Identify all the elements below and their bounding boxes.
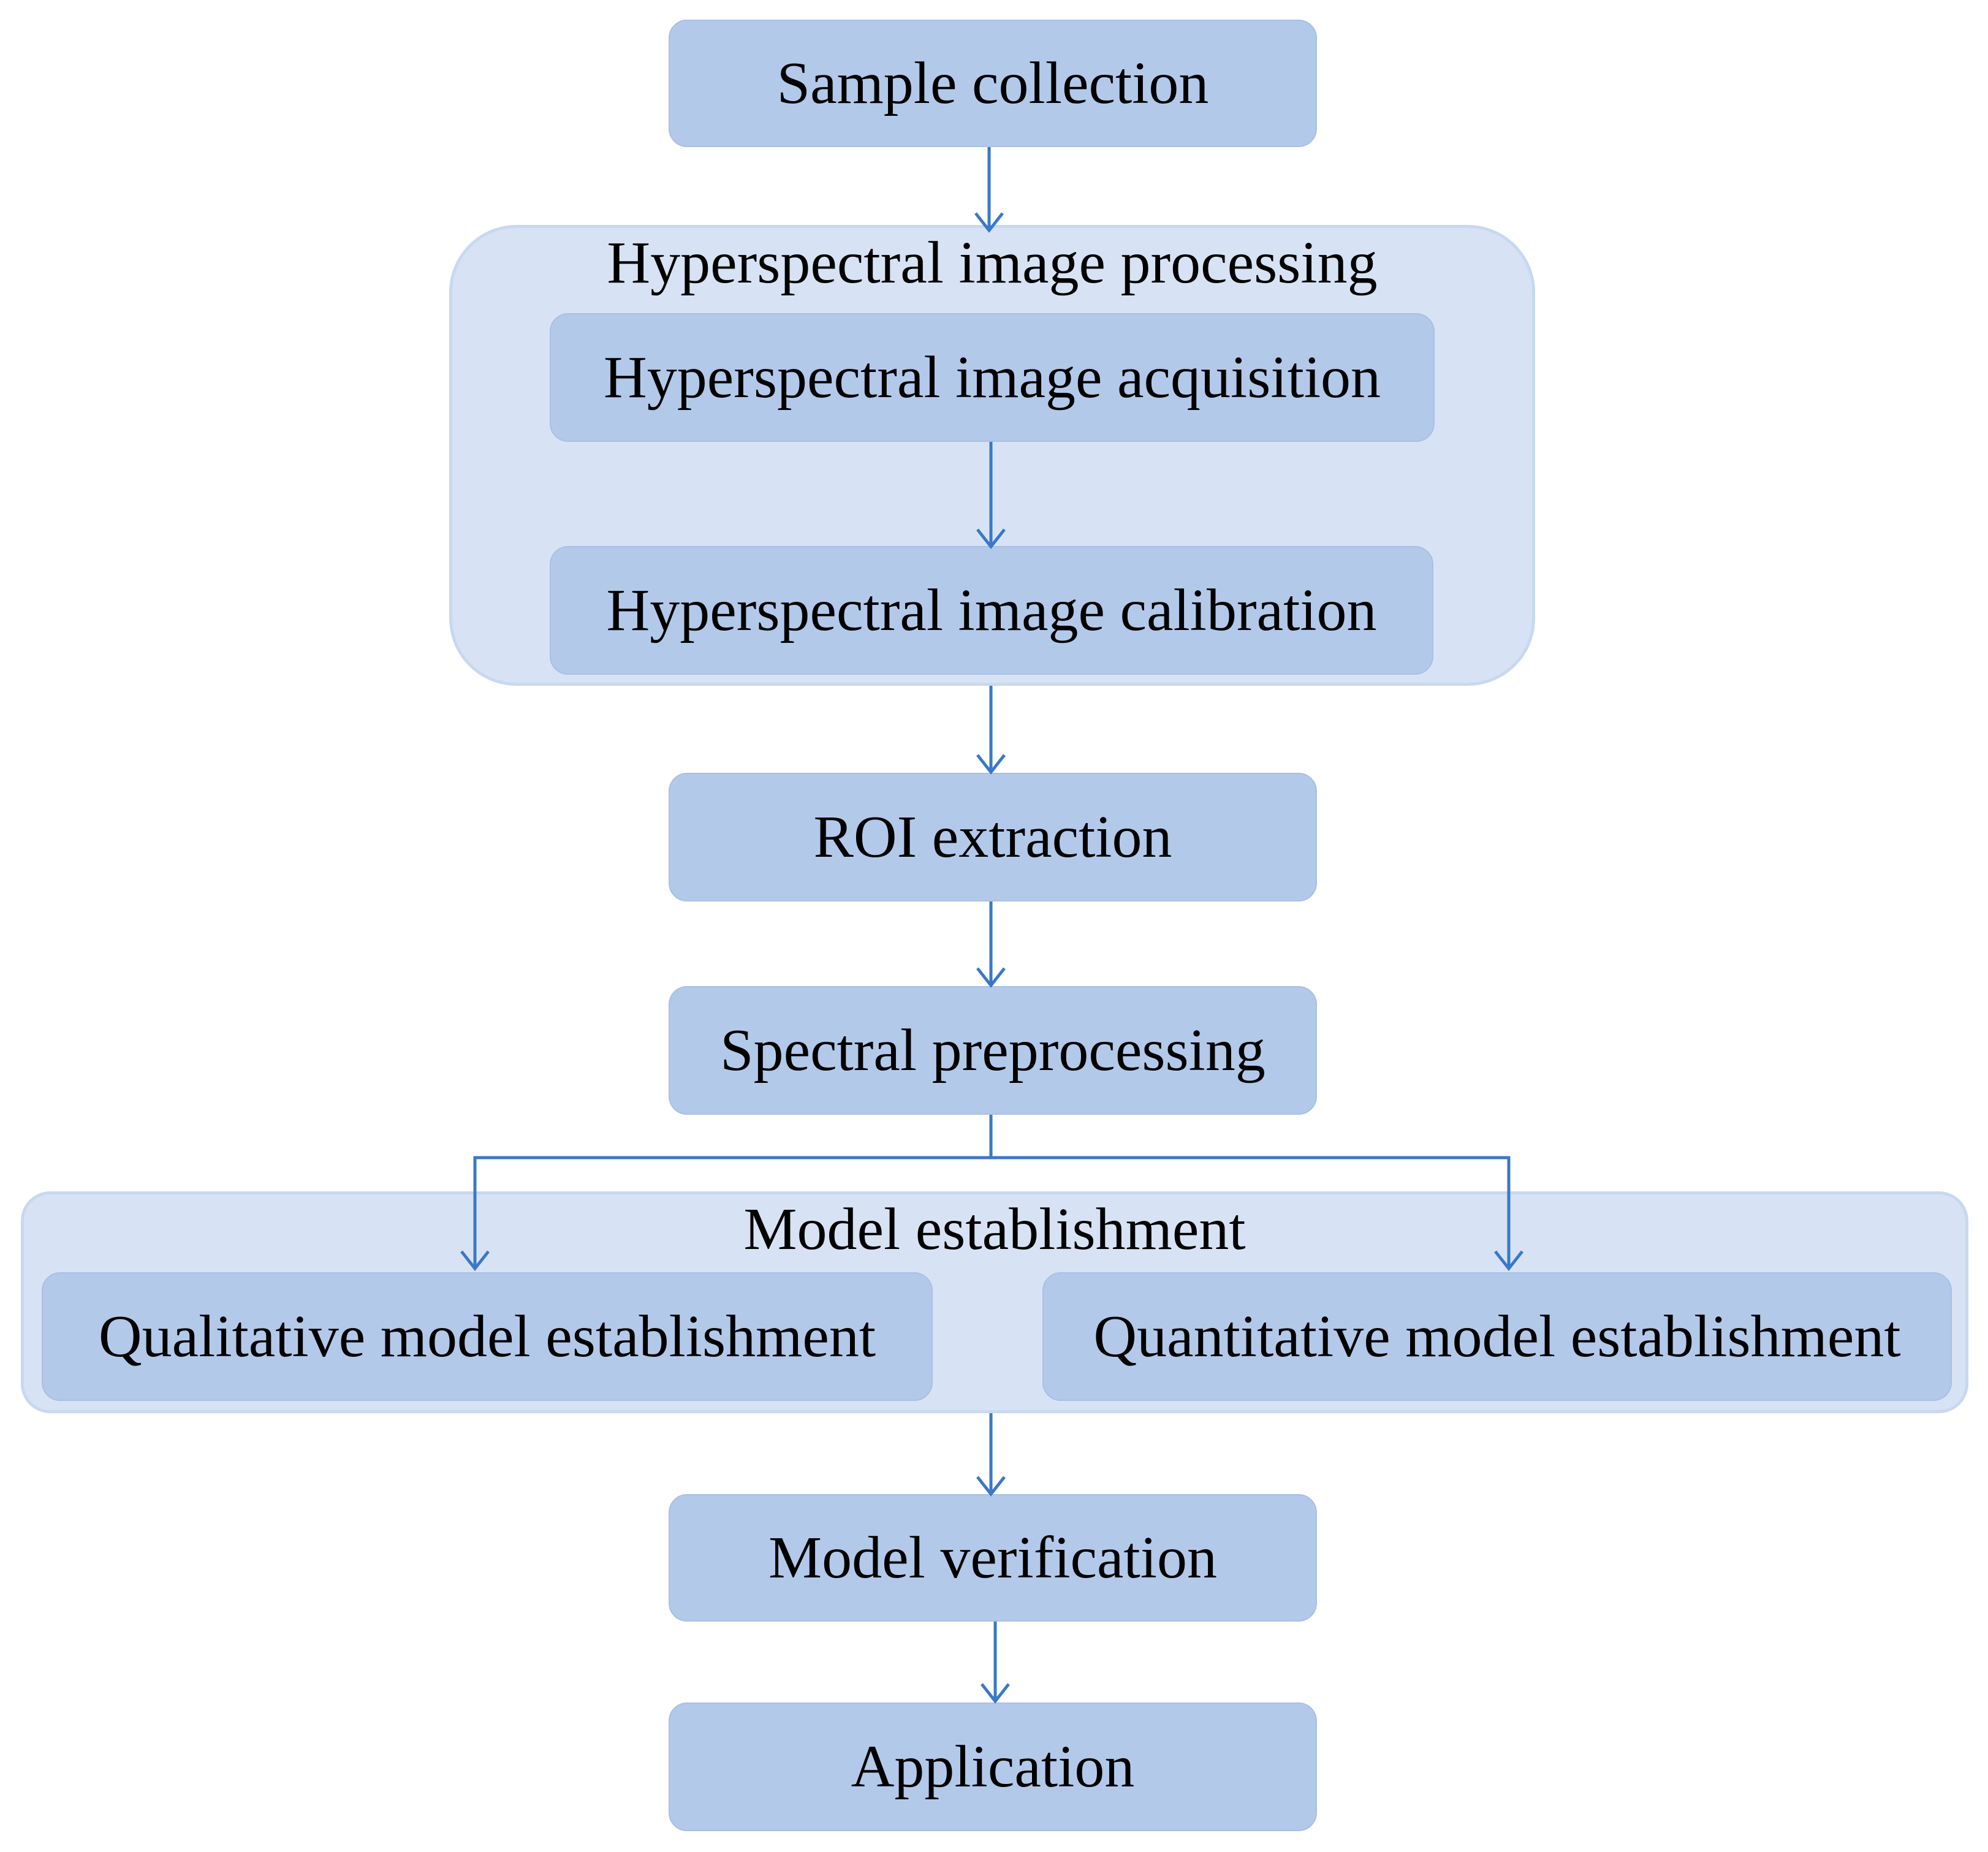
arrowhead-2 [976, 528, 1006, 550]
node-model-verification: Model verification [669, 1494, 1317, 1622]
arrowhead-6 [1494, 1250, 1523, 1272]
node-qualitative-model: Qualitative model establishment [42, 1272, 933, 1401]
node-application: Application [669, 1702, 1317, 1831]
arrowhead-5 [460, 1250, 490, 1272]
node-image-calibration: Hyperspectral image calibration [550, 546, 1433, 675]
node-spectral-preprocessing: Spectral preprocessing [669, 986, 1317, 1115]
arrowhead-4 [976, 967, 1006, 989]
arrowhead-7 [976, 1476, 1006, 1497]
node-roi-extraction: ROI extraction [669, 773, 1317, 901]
arrow-preprocessing-branch [473, 1115, 993, 1266]
arrowhead-8 [981, 1683, 1010, 1704]
arrowhead-3 [976, 754, 1006, 775]
arrow-preprocessing-branch-right [991, 1156, 1511, 1266]
hyperspectral-processing-title: Hyperspectral image processing [607, 230, 1378, 296]
node-quantitative-model: Quantitative model establishment [1042, 1272, 1952, 1401]
model-establishment-title: Model establishment [743, 1196, 1246, 1262]
arrowhead-1 [974, 212, 1004, 233]
node-sample-collection: Sample collection [669, 20, 1317, 147]
node-image-acquisition: Hyperspectral image acquisition [550, 313, 1435, 442]
